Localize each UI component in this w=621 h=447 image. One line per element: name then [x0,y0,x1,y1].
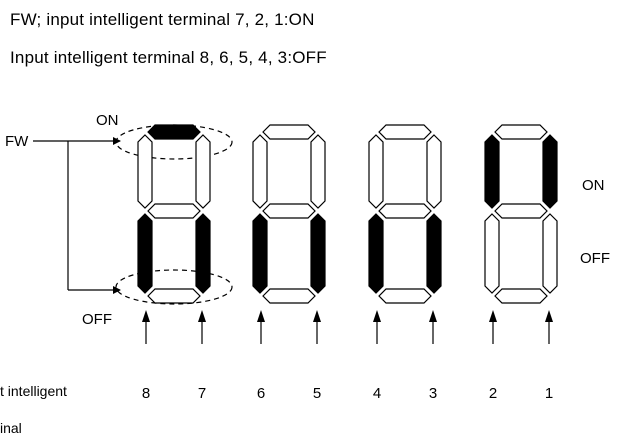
segment-a-off [378,124,432,140]
segment-f-on [484,134,500,209]
terminal-arrowhead-6 [257,310,265,322]
segment-c-on [195,213,211,294]
terminal-arrowhead-5 [313,310,321,322]
digit-2 [252,124,326,304]
segment-g-off [494,203,548,219]
seven-segment-digits [137,124,558,304]
segment-b-on [542,134,558,209]
row-label-line2: inal [0,420,22,436]
segment-f-off [137,134,153,209]
segment-a-off [494,124,548,140]
on-label-top: ON [96,112,119,129]
terminal-arrowhead-8 [142,310,150,322]
segment-c-off [542,213,558,294]
digit-1 [137,124,211,304]
terminal-number-5: 5 [313,385,321,402]
segment-a-off [262,124,316,140]
header-line-off: Input intelligent terminal 8, 6, 5, 4, 3… [10,48,327,67]
segment-f-off [252,134,268,209]
segment-a-on [147,124,201,140]
segment-b-off [426,134,442,209]
terminal-number-2: 2 [489,385,497,402]
segment-e-off [484,213,500,294]
segment-d-off [147,288,201,304]
on-label-right: ON [582,177,605,194]
terminal-number-4: 4 [373,385,381,402]
digit-4 [484,124,558,304]
segment-f-off [368,134,384,209]
digit-3 [368,124,442,304]
row-label-line1: t intelligent [0,383,67,399]
segment-d-off [378,288,432,304]
terminal-number-7: 7 [198,385,206,402]
segment-g-off [147,203,201,219]
fw-label: FW [5,133,29,150]
terminal-number-8: 8 [142,385,150,402]
segment-e-on [252,213,268,294]
segment-g-off [378,203,432,219]
segment-e-on [137,213,153,294]
segment-d-off [262,288,316,304]
off-label-bottom: OFF [82,311,112,328]
terminal-arrowhead-4 [373,310,381,322]
off-highlight-ellipse [115,269,233,305]
segment-c-on [310,213,326,294]
terminal-arrowhead-1 [545,310,553,322]
off-label-right: OFF [580,250,610,267]
terminal-arrowhead-7 [198,310,206,322]
segment-c-on [426,213,442,294]
segment-d-off [494,288,548,304]
segment-b-off [310,134,326,209]
terminal-arrowhead-3 [429,310,437,322]
terminal-numbers: 8 7 6 5 4 3 2 1 [142,385,553,402]
segment-b-off [195,134,211,209]
terminal-number-6: 6 [257,385,265,402]
terminal-arrowhead-2 [489,310,497,322]
terminal-number-3: 3 [429,385,437,402]
terminal-arrows [142,310,553,344]
segment-e-on [368,213,384,294]
header-line-on: FW; input intelligent terminal 7, 2, 1:O… [10,10,315,29]
segment-g-off [262,203,316,219]
terminal-number-1: 1 [545,385,553,402]
